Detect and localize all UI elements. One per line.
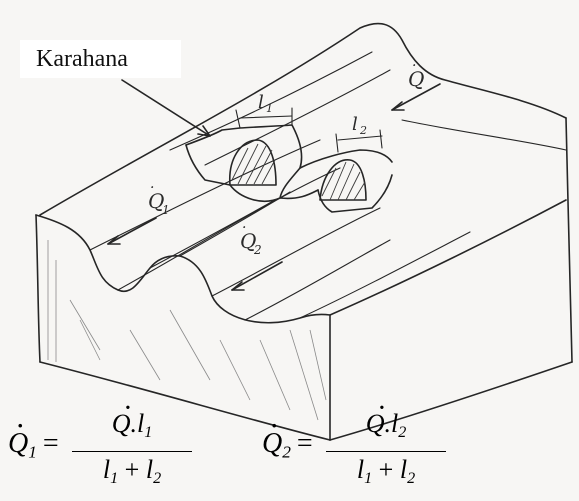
label-l1: l	[258, 92, 264, 113]
grooves	[89, 51, 567, 321]
gate-section-1	[229, 139, 277, 186]
front-shading	[47, 240, 327, 421]
formula2-bar	[326, 451, 446, 453]
dimension-l2	[335, 129, 383, 153]
callout-pointer	[121, 79, 211, 137]
formula2-lhs: Q	[262, 428, 282, 459]
flow-arrows	[107, 83, 441, 291]
label-l1-sub: 1	[266, 102, 273, 115]
label-q2-sub: 2	[253, 243, 262, 257]
formula1-equals: =	[42, 428, 59, 459]
arrow-q1	[107, 217, 157, 245]
formula-q1: Q1= Q.l1 l1 + l2	[8, 406, 248, 498]
karahana-label: Karahana	[20, 40, 181, 78]
svg-text:·: ·	[412, 58, 416, 74]
formula2-fraction: Q.l2 l1 + l2	[326, 406, 446, 497]
formula1-bar	[72, 451, 192, 453]
label-q1: Q	[148, 189, 164, 213]
formula1-lhs: Q	[8, 428, 28, 459]
formula1-denominator: l1 + l2	[102, 455, 162, 488]
block-outline	[35, 22, 573, 441]
formula2-numerator: Q.l	[366, 409, 399, 438]
channel-profile	[35, 214, 331, 324]
arrow-q-in	[391, 83, 441, 111]
formula2-equals: =	[296, 428, 313, 459]
sketch-labels: Q · Q 1 · Q 2 · l 1 l 2	[148, 58, 424, 257]
label-q1-sub: 1	[162, 203, 170, 217]
formula1-fraction: Q.l1 l1 + l2	[72, 406, 192, 497]
label-l2-sub: 2	[359, 124, 367, 137]
label-q2: Q	[240, 229, 256, 253]
label-q-in: Q	[408, 67, 424, 91]
gate-section-2	[319, 159, 367, 201]
svg-text:·: ·	[242, 220, 246, 236]
formula1-numerator: Q.l	[112, 409, 145, 438]
label-l2: l	[352, 114, 358, 135]
svg-text:·: ·	[150, 180, 154, 196]
dimension-l1	[235, 107, 293, 129]
formula2-denominator: l1 + l2	[356, 455, 416, 488]
arrow-q2	[231, 261, 283, 291]
formula-q2: Q2= Q.l2 l1 + l2	[262, 406, 502, 498]
